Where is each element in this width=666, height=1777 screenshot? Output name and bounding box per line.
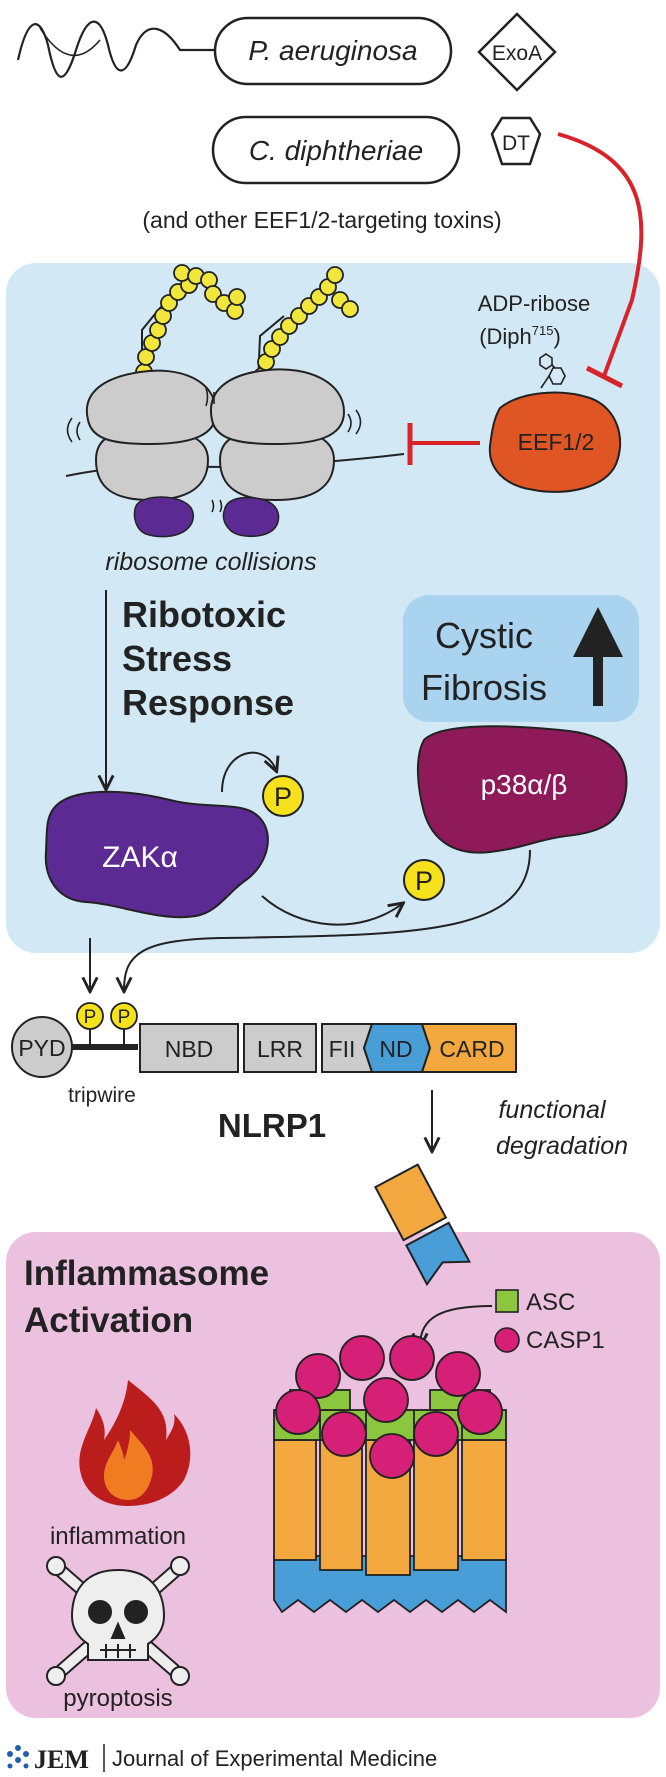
- tripwire-phospho-2-label: P: [118, 1007, 131, 1028]
- rsr-title-line-1: Ribotoxic: [122, 594, 286, 635]
- nbd-label: NBD: [165, 1036, 214, 1062]
- card-label: CARD: [439, 1036, 504, 1062]
- exoa-label: ExoA: [492, 42, 542, 65]
- asc-legend-swatch: [495, 1289, 519, 1313]
- bacterial-flagellum: [16, 20, 215, 78]
- nlrp1-title: NLRP1: [218, 1107, 326, 1144]
- inflammation-label: inflammation: [50, 1523, 186, 1550]
- dt-hexagon: [490, 116, 542, 166]
- collision-motion-marks: [66, 387, 362, 513]
- card-domain: [420, 1023, 517, 1073]
- p38-phospho-circle: [403, 859, 445, 901]
- bacterial-flagellum-2: [39, 27, 101, 57]
- dt-label: DT: [502, 132, 530, 155]
- inflammation-flame-icon: [79, 1380, 191, 1506]
- inflammasome-title-line-2: Activation: [24, 1301, 193, 1340]
- tripwire-phospho-2: [110, 1002, 138, 1030]
- tripwire-phospho-1-label: P: [84, 1007, 97, 1028]
- pyd-domain: [11, 1016, 73, 1078]
- nascent-peptide-beads: [135, 264, 359, 385]
- asc-legend-label: ASC: [526, 1289, 575, 1316]
- adp-ribose-glyph: [539, 353, 566, 389]
- p38-protein: [416, 725, 628, 854]
- p38-label: p38α/β: [481, 769, 568, 800]
- zak-autophosphorylation-arrow: [221, 751, 276, 793]
- diph-label: (Diph715): [479, 323, 561, 349]
- lrr-domain: [243, 1023, 317, 1073]
- jem-logo-icon: [7, 1745, 29, 1769]
- cystic-fibrosis-line-2: Fibrosis: [421, 667, 547, 708]
- exoa-diamond: [477, 12, 557, 92]
- journal-name: Journal of Experimental Medicine: [112, 1746, 437, 1771]
- fiin-label: FII: [329, 1036, 356, 1062]
- toxin-inhibition-bar: [585, 365, 624, 389]
- pyroptosis-skull-icon: [46, 1556, 190, 1686]
- nd-label: ND: [379, 1036, 412, 1062]
- nbd-domain: [139, 1023, 239, 1073]
- ribosome-collisions-label: ribosome collisions: [105, 548, 316, 576]
- pyroptosis-label: pyroptosis: [63, 1685, 172, 1712]
- zak-label: ZAKα: [102, 841, 178, 874]
- zak-phospho-circle: [262, 775, 304, 817]
- zak-phospho-label: P: [274, 782, 292, 812]
- inflammasome-complex: [273, 1335, 507, 1614]
- inflammasome-title-line-1: Inflammasome: [24, 1254, 269, 1293]
- cystic-fibrosis-line-1: Cystic: [435, 615, 533, 656]
- degradation-label-line-2: degradation: [496, 1132, 628, 1160]
- eef-protein: [488, 391, 622, 493]
- p38-phospho-label: P: [415, 866, 433, 896]
- zak-protein: [44, 790, 269, 919]
- collision-factor-1: [133, 496, 194, 538]
- tripwire-phospho-1: [76, 1002, 104, 1030]
- lrr-label: LRR: [257, 1036, 303, 1062]
- card-fragment: [373, 1163, 472, 1287]
- pyd-label: PYD: [18, 1035, 65, 1061]
- p38-to-nlrp1-arrow: [124, 849, 531, 990]
- ribosome-1: [85, 369, 218, 502]
- rsr-title-line-3: Response: [122, 682, 294, 723]
- tripwire-label: tripwire: [68, 1084, 136, 1107]
- p-aeruginosa-label: P. aeruginosa: [248, 35, 417, 66]
- eef-label: EEF1/2: [518, 429, 595, 455]
- degradation-label-line-1: functional: [498, 1096, 606, 1124]
- rsr-title-line-2: Stress: [122, 638, 232, 679]
- p-aeruginosa-cell: [213, 16, 453, 86]
- ribosome-2: [209, 368, 346, 502]
- zak-to-p38-arrow: [261, 895, 402, 926]
- toxin-inhibition-line: [557, 132, 644, 377]
- c-diphtheriae-label: C. diphtheriae: [249, 135, 423, 166]
- collision-factor-2: [222, 496, 280, 537]
- c-diphtheriae-cell: [211, 115, 461, 185]
- adp-ribose-label: ADP-ribose: [478, 291, 590, 316]
- jem-logo-text: JEM: [34, 1745, 89, 1774]
- other-toxins-note: (and other EEF1/2-targeting toxins): [142, 207, 501, 233]
- casp1-legend-label: CASP1: [526, 1327, 605, 1354]
- casp1-legend-swatch: [494, 1327, 520, 1353]
